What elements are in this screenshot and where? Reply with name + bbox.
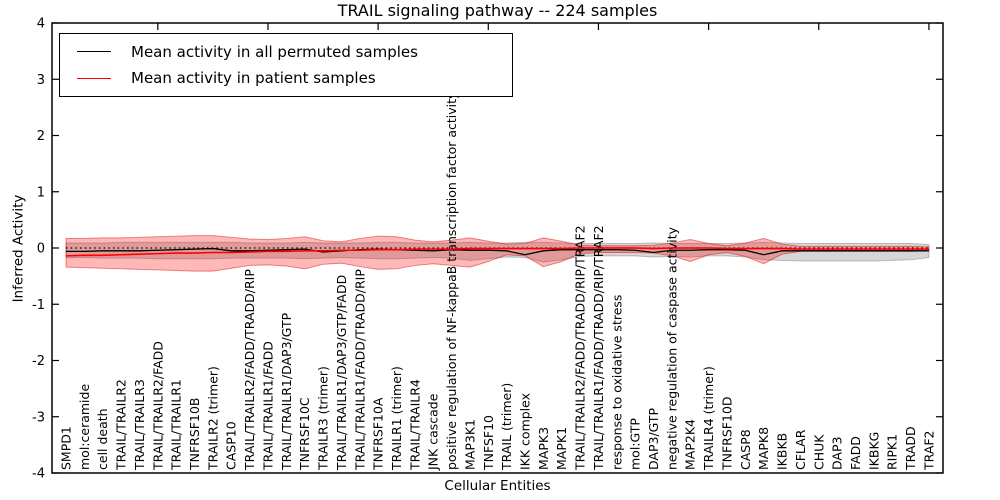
x-category-label: IKBKB [775, 433, 790, 470]
legend: Mean activity in all permuted samples Me… [59, 33, 513, 97]
x-category-label: JNK cascade [426, 393, 441, 471]
x-category-label: negative regulation of caspase activity [664, 226, 679, 470]
chart-title: TRAIL signaling pathway -- 224 samples [337, 1, 658, 20]
y-tick-label: 0 [37, 242, 45, 257]
x-category-label: TRAIL/TRAILR1/FADD/TRADD/RIP [352, 269, 367, 471]
x-category-label: FADD [848, 436, 863, 470]
y-tick-label: -3 [32, 410, 45, 425]
y-tick-label: 1 [37, 185, 45, 200]
x-category-label: TRAILR2 (trimer) [205, 366, 220, 471]
legend-label-patient: Mean activity in patient samples [131, 69, 376, 88]
x-category-label: TRAIL/TRAILR2/FADD/TRADD/RIP [242, 269, 257, 471]
x-category-label: TRAIL/TRAILR1/FADD [260, 341, 275, 471]
y-tick-label: -1 [32, 298, 45, 313]
x-category-label: MAPK1 [554, 427, 569, 470]
y-tick-label: 2 [37, 129, 45, 144]
patient-line-swatch [77, 77, 111, 79]
x-axis-label: Cellular Entities [444, 478, 551, 494]
x-category-label: cell death [95, 408, 110, 470]
x-category-label: TRAIL/TRAILR1 [169, 379, 184, 471]
x-category-label: MAP2K4 [683, 419, 698, 470]
x-category-label: positive regulation of NF-kappaB transcr… [444, 91, 459, 470]
x-category-label: DAP3 [830, 437, 845, 470]
permuted-line-swatch [77, 51, 111, 53]
x-category-label: TRAILR1 (trimer) [389, 366, 404, 471]
x-category-label: CFLAR [793, 429, 808, 470]
y-axis-label: Inferred Activity [10, 194, 27, 303]
x-category-label: TRAIL (trimer) [499, 383, 514, 471]
x-category-label: TNFRSF10C [297, 397, 312, 471]
x-category-label: RIPK1 [885, 434, 900, 470]
x-category-label: SMPD1 [59, 426, 74, 470]
x-category-label: TRAIL/TRAILR2 [114, 379, 129, 471]
y-tick-label: 4 [37, 17, 45, 32]
x-category-label: TNFRSF10B [187, 398, 202, 471]
x-category-label: mol:ceramide [77, 384, 92, 470]
x-category-label: TNFRSF10D [719, 396, 734, 471]
x-category-label: TRADD [903, 426, 918, 471]
x-category-label: TNFSF10 [481, 415, 496, 471]
x-category-label: TRAIL/TRAILR1/FADD/TRADD/RIP/TRAF2 [591, 225, 606, 471]
x-category-label: TRAIL/TRAILR2/FADD/TRADD/RIP/TRAF2 [573, 225, 588, 471]
x-category-label: TRAIL/TRAILR3 [132, 379, 147, 471]
x-category-label: MAPK8 [756, 427, 771, 470]
x-category-label: MAPK3 [536, 427, 551, 470]
legend-label-permuted: Mean activity in all permuted samples [131, 42, 418, 61]
y-tick-label: -2 [32, 354, 45, 369]
permuted-mean-line [66, 247, 929, 256]
x-category-label: TRAIL/TRAILR2/FADD [150, 341, 165, 471]
legend-entry-patient: Mean activity in patient samples [60, 69, 512, 87]
x-category-label: TRAILR4 (trimer) [701, 366, 716, 471]
x-category-label: IKBKG [866, 432, 881, 470]
x-category-label: mol:GTP [628, 418, 643, 470]
x-category-label: IKK complex [518, 393, 533, 470]
x-category-label: TRAIL/TRAILR4 [407, 379, 422, 471]
x-category-label: MAP3K1 [462, 419, 477, 470]
patient-mean-line [65, 247, 929, 257]
x-category-label: TRAIL/TRAILR1/DAP3/GTP/FADD [334, 275, 349, 471]
x-category-label: TRAILR3 (trimer) [316, 366, 331, 471]
x-category-label: TRAF2 [921, 430, 936, 471]
legend-entry-permuted: Mean activity in all permuted samples [60, 43, 512, 61]
x-category-label: TRAIL/TRAILR1/DAP3/GTP [279, 312, 294, 471]
x-category-label: CASP8 [738, 429, 753, 470]
y-tick-label: -4 [32, 467, 45, 482]
x-category-label: DAP3/GTP [646, 407, 661, 470]
x-category-label: CHUK [811, 434, 826, 470]
x-category-label: CASP10 [224, 421, 239, 470]
x-category-label: response to oxidative stress [609, 295, 624, 470]
x-category-label: TNFRSF10A [371, 397, 386, 471]
permuted-range-band [65, 241, 930, 263]
y-tick-label: 3 [37, 73, 45, 88]
